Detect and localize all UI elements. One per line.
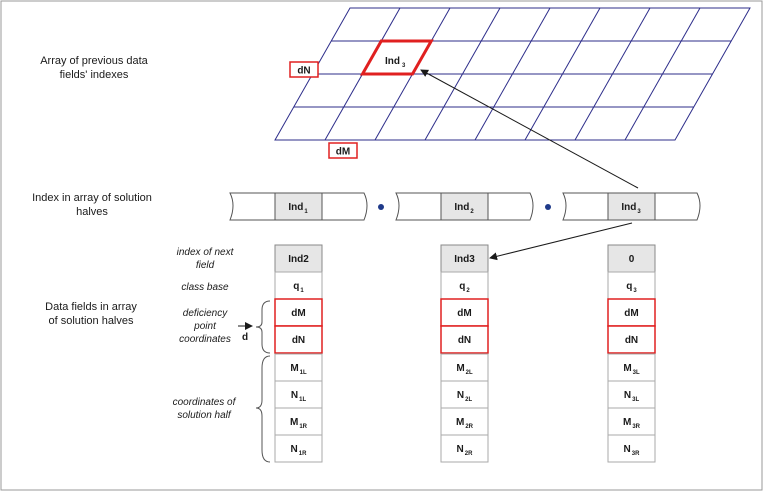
class-base-label: class base [181,282,229,293]
coords-label-line2: solution half [177,410,232,421]
col2-M2L: M2L [456,363,473,376]
col1-dM: dM [291,308,305,319]
index-ind3: Ind3 [621,202,641,215]
column-3: 0 q3 dM dN M3L N3L M3R N3R [607,244,656,463]
col1-M1R: M1R [290,417,308,430]
deficiency-brace [255,300,271,354]
col1-M1L: M1L [290,363,307,376]
index-array-title-line1: Index in array of solution [32,192,152,204]
index-next-label-line1: index of next [177,247,235,258]
ellipsis-dot-2 [545,204,551,210]
col1-dN: dN [292,335,305,346]
col3-next: 0 [629,254,635,265]
col3-dM: dM [624,308,638,319]
index-ind1: Ind1 [288,202,308,215]
col2-N2L: N2L [457,390,473,403]
col3-M3R: M3R [623,417,641,430]
dM-box [328,142,358,159]
col1-next: Ind2 [288,254,309,265]
coords-brace [255,355,271,463]
col3-M3L: M3L [623,363,640,376]
index-ind2: Ind2 [454,202,474,215]
dM-label: dM [336,147,350,158]
grid-title-line1: Array of previous data [40,55,148,67]
coords-label-line1: coordinates of [173,397,237,408]
arrow-ind3-to-column [489,222,633,261]
grid-title-line2: fields' indexes [60,69,129,81]
col3-N3R: N3R [624,444,641,457]
col2-dN: dN [458,335,471,346]
col2-dM: dM [457,308,471,319]
deficiency-label-line3: coordinates [179,334,231,345]
arrow-ind3-to-grid [420,69,639,189]
dN-box [289,61,319,78]
grid-ind3-cell [359,39,434,76]
col3-q: q3 [626,281,637,294]
col1-N1R: N1R [291,444,308,457]
deficiency-label-line1: deficiency [183,308,228,319]
index-array-segment-1 [229,192,368,221]
col1-q: q1 [293,281,304,294]
d-label: d [242,332,248,343]
data-fields-title-line2: of solution halves [49,315,134,327]
index-grid [274,7,751,141]
col2-N2R: N2R [457,444,474,457]
dN-label: dN [297,66,310,77]
col1-N1L: N1L [291,390,307,403]
index-array-segment-3 [562,192,701,221]
ellipsis-dot-1 [378,204,384,210]
col2-M2R: M2R [456,417,474,430]
col2-next: Ind3 [454,254,475,265]
col3-N3L: N3L [624,390,640,403]
deficiency-label-line2: point [193,321,217,332]
col3-dN: dN [625,335,638,346]
index-next-label-line2: field [196,260,215,271]
col2-q: q2 [459,281,470,294]
column-1: Ind2 q1 dM dN M1L N1L M1R N1R [274,244,323,463]
data-fields-title-line1: Data fields in array [45,301,137,313]
index-array-title-line2: halves [76,206,108,218]
index-array-segment-2 [395,192,534,221]
column-2: Ind3 q2 dM dN M2L N2L M2R N2R [440,244,489,463]
